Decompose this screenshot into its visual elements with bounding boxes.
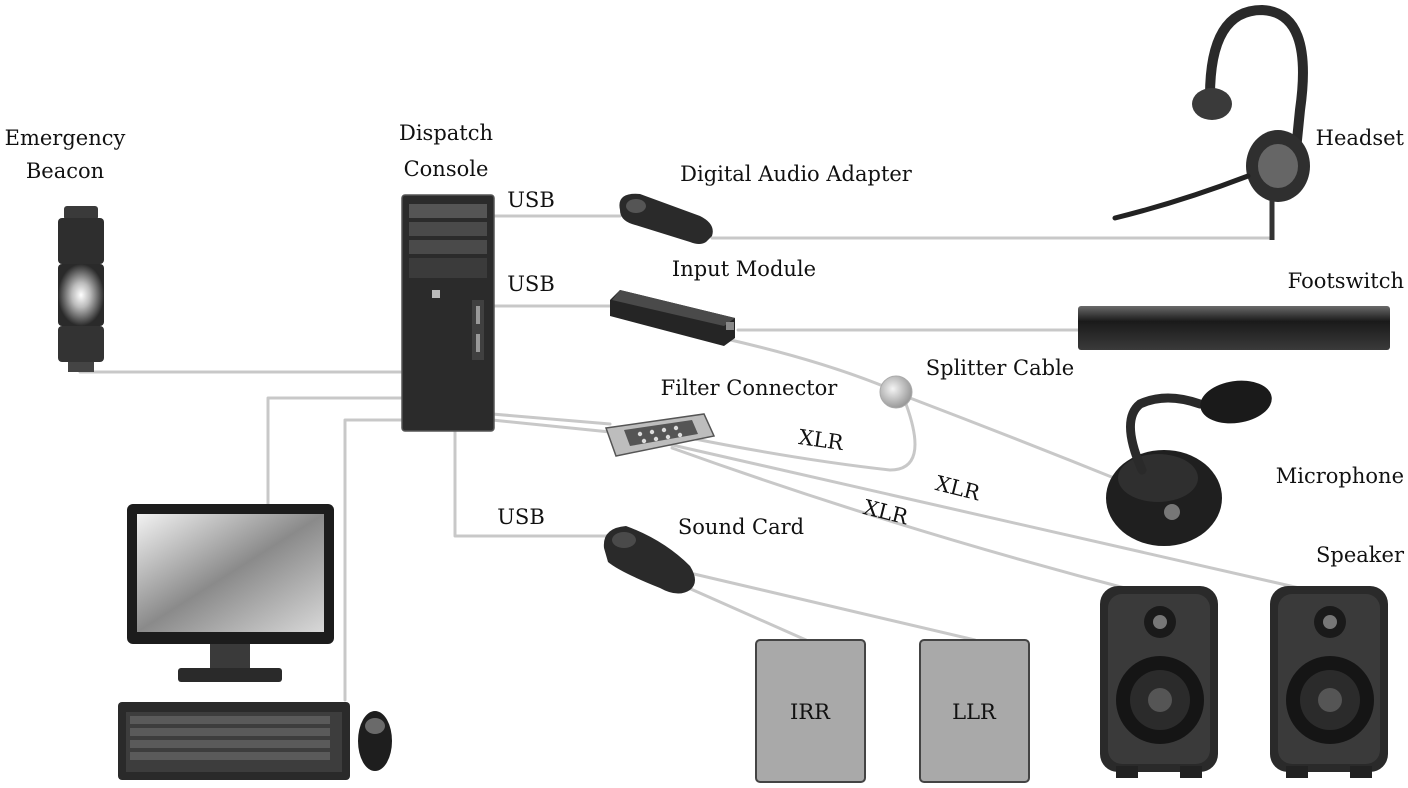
wire-filter-speaker-left bbox=[670, 446, 1142, 594]
microphone-icon bbox=[1106, 380, 1272, 546]
splitter-cable-icon bbox=[879, 375, 913, 409]
emergency-beacon-icon bbox=[58, 206, 104, 372]
labels: Emergency Beacon Dispatch Console Digita… bbox=[5, 121, 1405, 724]
usb-label-adapter: USB bbox=[507, 188, 555, 212]
wire-inputmodule-splitter bbox=[720, 336, 890, 390]
digital-audio-adapter-label: Digital Audio Adapter bbox=[680, 162, 913, 186]
filter-connector-icon bbox=[604, 413, 716, 457]
speaker-right-icon bbox=[1270, 586, 1388, 778]
splitter-cable-label: Splitter Cable bbox=[926, 356, 1074, 380]
usb-label-sound-card: USB bbox=[497, 505, 545, 529]
emergency-beacon-label: Emergency bbox=[5, 126, 126, 150]
wire-console-filter-a bbox=[490, 412, 612, 426]
wire-filter-speaker-right bbox=[666, 442, 1310, 592]
irr-label: IRR bbox=[790, 700, 831, 724]
wire-console-monitor bbox=[266, 396, 407, 510]
headset-icon bbox=[1112, 4, 1310, 240]
wire-soundcard-llr bbox=[692, 572, 977, 642]
keyboard-icon bbox=[118, 702, 350, 780]
wire-console-soundcard bbox=[453, 430, 614, 538]
filter-connector-label: Filter Connector bbox=[661, 376, 839, 400]
sound-card-icon bbox=[603, 526, 695, 594]
mouse-icon bbox=[358, 711, 392, 771]
monitor-icon bbox=[127, 504, 334, 682]
irr-box bbox=[755, 639, 866, 783]
footswitch-icon bbox=[1078, 306, 1390, 350]
input-module-icon bbox=[610, 290, 735, 346]
wires bbox=[78, 214, 1310, 702]
dispatch-console-icon bbox=[401, 194, 495, 432]
wire-console-keyboard bbox=[343, 418, 407, 702]
microphone-label: Microphone bbox=[1276, 464, 1404, 488]
wire-soundcard-irr bbox=[682, 584, 808, 642]
emergency-beacon-label-2: Beacon bbox=[26, 159, 104, 183]
sound-card-label: Sound Card bbox=[678, 515, 804, 539]
headset-label: Headset bbox=[1316, 126, 1405, 150]
llr-box bbox=[919, 639, 1030, 783]
wire-splitter-filter bbox=[688, 402, 917, 472]
footswitch-label: Footswitch bbox=[1288, 269, 1404, 293]
xlr-label-mic: XLR bbox=[797, 425, 846, 455]
xlr-label-speaker-left: XLR bbox=[861, 495, 911, 529]
wire-adapter-headset bbox=[710, 220, 1274, 240]
dispatch-console-label: Dispatch bbox=[399, 121, 493, 145]
dispatch-console-label-2: Console bbox=[404, 157, 489, 181]
input-module-label: Input Module bbox=[672, 257, 816, 281]
xlr-label-speaker-right: XLR bbox=[933, 471, 983, 505]
speaker-label: Speaker bbox=[1316, 543, 1405, 567]
speaker-left-icon bbox=[1100, 586, 1218, 778]
digital-audio-adapter-icon bbox=[619, 193, 713, 244]
usb-label-input-module: USB bbox=[507, 272, 555, 296]
llr-label: LLR bbox=[952, 700, 997, 724]
wire-console-filter-b bbox=[490, 418, 612, 434]
wire-splitter-microphone bbox=[908, 396, 1126, 484]
